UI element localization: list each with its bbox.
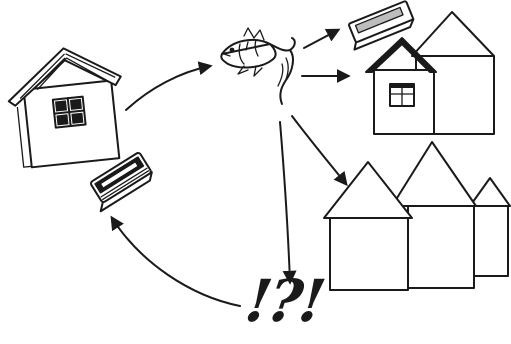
fish-icon: [221, 28, 295, 104]
three-houses-icon: [324, 142, 510, 290]
arrow-fish-to-three-houses: [292, 116, 346, 184]
small-house-icon: [4, 43, 129, 169]
outcome-label: !?!: [242, 272, 326, 330]
arrow-fish-to-outcome: [280, 122, 290, 282]
arrow-fish-to-money-bar: [304, 30, 338, 48]
arrow-house-to-fish: [126, 66, 210, 110]
arrow-outcome-to-money: [112, 218, 240, 306]
